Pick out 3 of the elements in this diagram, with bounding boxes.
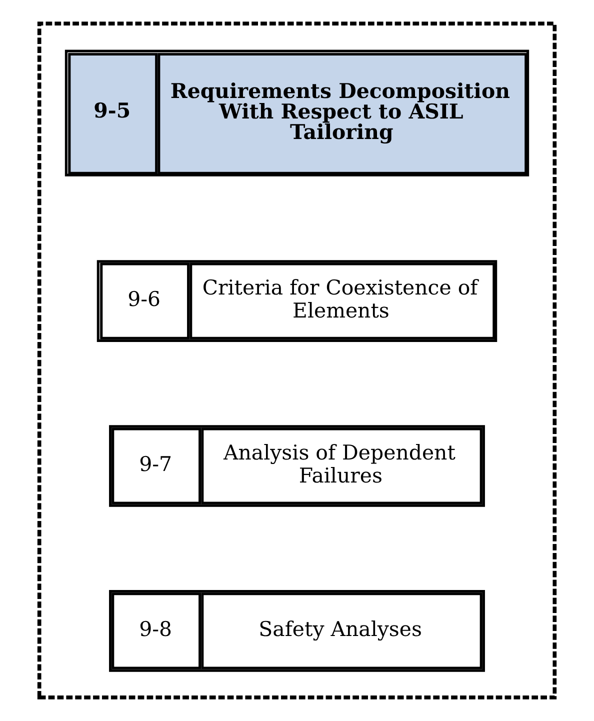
cluster bbox=[37, 22, 557, 700]
node-box: 9-7 Analysis of Dependent Failures bbox=[109, 425, 485, 507]
node-box: 9-8 Safety Analyses bbox=[109, 590, 485, 672]
